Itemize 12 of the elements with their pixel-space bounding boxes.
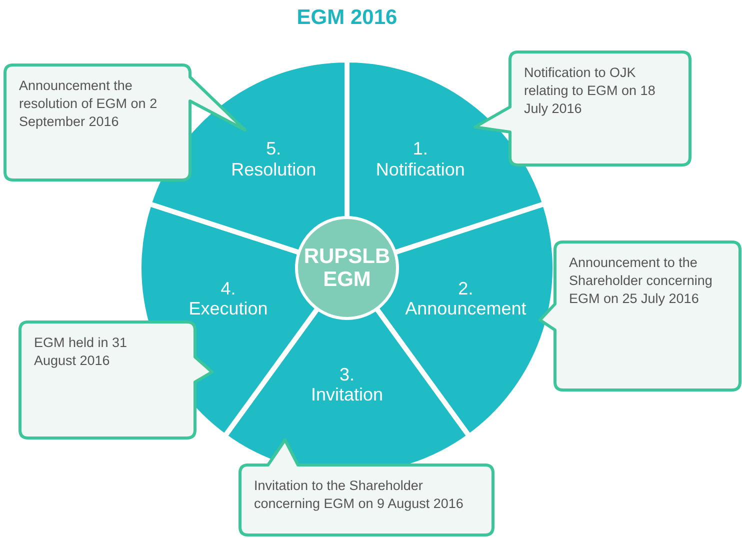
callout-text: EGM held in 31 August 2016 <box>34 334 128 370</box>
segment-label: 2. Announcement <box>405 278 526 320</box>
title: EGM 2016 <box>296 6 398 30</box>
callout-text: Invitation to the Shareholder concerning EGM on 9 August 2016 <box>254 477 464 514</box>
segment-label: 3. Invitation <box>310 364 384 406</box>
segment-label: 4. Execution <box>188 278 268 320</box>
segment-label: 5. Resolution <box>231 138 316 180</box>
callout-text: Announcement the resolution of EGM on 2 September 2016 <box>19 77 158 132</box>
segment-label: 1. Notification <box>376 138 465 180</box>
center-label: RUPSLB EGM <box>304 244 390 292</box>
callout-text: Announcement to the Shareholder concerning EGM on 25 July 2016 <box>569 254 714 308</box>
callout-text: Notification to OJK relating to EGM on 18 July 2016 <box>524 64 656 118</box>
